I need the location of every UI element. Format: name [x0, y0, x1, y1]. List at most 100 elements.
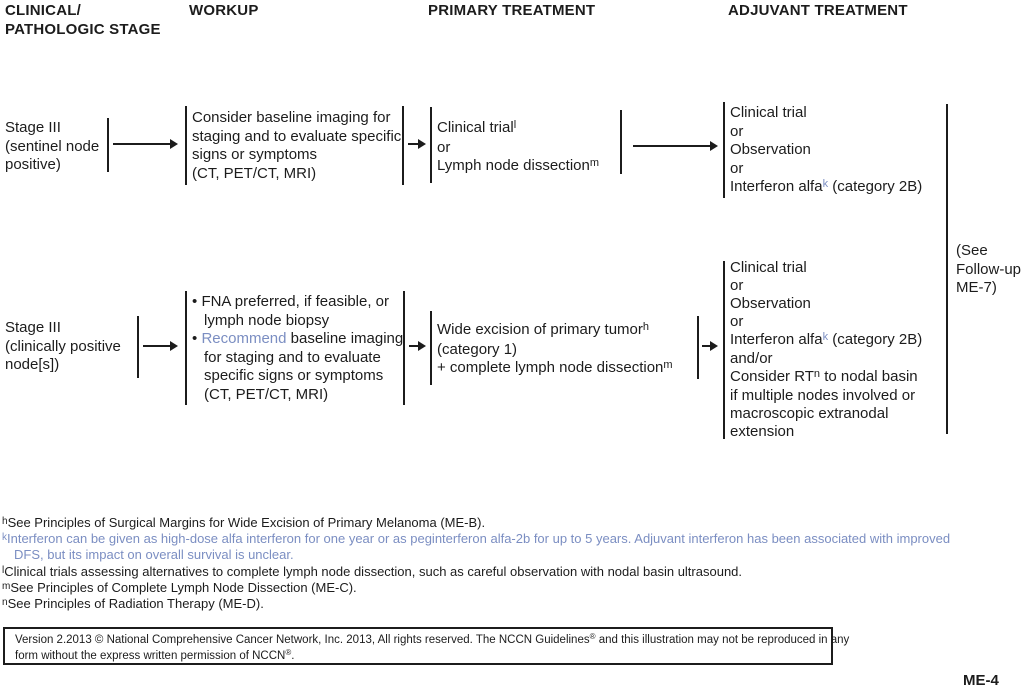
footnote-m-text: See Principles of Complete Lymph Node Di… [10, 580, 357, 595]
adjuvant-row2-line3: Observation [730, 295, 811, 312]
bracket-bar [430, 311, 432, 385]
copyright-text3: form without the express written permiss… [15, 649, 286, 662]
footnote-h: hSee Principles of Surgical Margins for … [2, 515, 485, 533]
adjuvant-row2-rt: Consider RT [730, 368, 814, 385]
adjuvant-row2-line7: Consider RTn to nodal basin [730, 368, 922, 387]
footnote-m: mSee Principles of Complete Lymph Node D… [2, 580, 357, 598]
adjuvant-row2-line8: if multiple nodes involved or [730, 387, 916, 404]
primary-row2-category: (category 1) [437, 340, 518, 358]
adjuvant-row1-or1: or [730, 122, 744, 140]
workup-row2-bullet2-line4: (CT, PET/CT, MRI) [204, 385, 329, 403]
stage-row1-line2: (sentinel node [5, 137, 100, 155]
arrow-right-icon [633, 141, 718, 151]
bullet-icon: • [192, 330, 198, 348]
workup-row2-bullet2-line1: • Recommend baseline imaging [192, 330, 403, 349]
footnote-l-text: Clinical trials assessing alternatives t… [4, 564, 743, 579]
bullet-icon: • [192, 293, 198, 310]
workup-row1-line1: Consider baseline imaging for [192, 109, 391, 126]
bracket-bar [946, 104, 948, 434]
workup-row2-box: • FNA preferred, if feasible, or lymph n… [192, 293, 403, 405]
primary-row1-line1: Clinical triall [437, 119, 599, 139]
footnote-l: lClinical trials assessing alternatives … [2, 564, 742, 582]
footnote-n: nSee Principles of Radiation Therapy (ME… [2, 596, 264, 614]
adjuvant-row2-or2: or [730, 313, 744, 330]
stage-row1-label: Stage III (sentinel node positive) [5, 119, 99, 175]
stage-row2-line1: Stage III [5, 319, 61, 336]
bracket-bar [185, 106, 187, 185]
adjuvant-row2-category: (category 2B) [828, 331, 923, 348]
column-header-workup: WORKUP [189, 2, 259, 19]
footnote-h-text: See Principles of Surgical Margins for W… [7, 515, 486, 530]
arrow-right-icon [113, 139, 178, 149]
stage-row1-line1: Stage III [5, 119, 61, 136]
bracket-bar [697, 316, 699, 379]
copyright-text1: Version 2.2013 © National Comprehensive … [15, 634, 590, 646]
footnote-n-marker: n [2, 597, 8, 608]
footnote-ref-l: l [513, 119, 517, 131]
adjuvant-row2-rt-rest: to nodal basin [820, 368, 918, 385]
adjuvant-treatment-row1-box: Clinical trial or Observation or Interfe… [730, 104, 922, 198]
bracket-bar [137, 316, 139, 378]
registered-mark-icon: ® [589, 632, 596, 641]
adjuvant-row2-line1: Clinical trial [730, 259, 807, 276]
followup-line3: ME-7) [956, 279, 997, 296]
primary-row2-dissection: + complete lymph node dissection [437, 359, 664, 376]
stage-row2-label: Stage III (clinically positive node[s]) [5, 319, 121, 375]
footnote-n-text: See Principles of Radiation Therapy (ME-… [7, 596, 264, 611]
copyright-box: Version 2.2013 © National Comprehensive … [3, 627, 849, 665]
followup-line1: (See [956, 242, 988, 259]
adjuvant-row1-category: (category 2B) [828, 178, 923, 196]
stage-row2-line3: node[s]) [5, 356, 60, 373]
footnote-k-line1: kInterferon can be given as high-dose al… [2, 531, 950, 549]
primary-row1-or: or [437, 138, 451, 156]
bracket-bar [402, 106, 404, 185]
followup-line2: Follow-up [956, 260, 1022, 278]
adjuvant-treatment-row2-box: Clinical trial or Observation or Interfe… [730, 259, 922, 441]
arrow-right-icon [702, 341, 718, 351]
bracket-bar [185, 291, 187, 405]
page-code: ME-4 [963, 672, 999, 689]
copyright-line1: Version 2.2013 © National Comprehensive … [15, 632, 849, 649]
footnote-h-marker: h [2, 516, 8, 527]
workup-row2-recommend: Recommend [201, 330, 287, 348]
adjuvant-row2-interferon: Interferon alfa [730, 331, 823, 348]
workup-row2-bullet1-line1: • FNA preferred, if feasible, or [192, 293, 403, 312]
primary-row2-excision: Wide excision of primary tumor [437, 321, 643, 338]
bracket-bar [430, 107, 432, 183]
copyright-period: . [291, 649, 295, 662]
footnote-ref-m: m [589, 157, 600, 169]
arrow-right-icon [409, 341, 426, 351]
stage-row1-line3: positive) [5, 156, 61, 173]
footnote-m-marker: m [2, 581, 11, 592]
workup-row1-box: Consider baseline imaging for staging an… [192, 109, 401, 183]
primary-treatment-row2-box: Wide excision of primary tumorh (categor… [437, 321, 673, 379]
header-stage-line2: PATHOLOGIC STAGE [5, 21, 161, 38]
stage-row2-line2: (clinically positive [5, 337, 121, 355]
column-header-stage: CLINICAL/ PATHOLOGIC STAGE [5, 1, 161, 39]
column-header-primary-treatment: PRIMARY TREATMENT [428, 2, 596, 19]
primary-row1-option2: Lymph node dissection [437, 157, 590, 174]
bracket-bar [723, 102, 725, 198]
footnote-k-marker: k [2, 532, 7, 543]
primary-treatment-row1-box: Clinical triall or Lymph node dissection… [437, 119, 599, 177]
adjuvant-row2-andor: and/or [730, 350, 773, 367]
workup-row2-bullet2-line3: specific signs or symptoms [204, 367, 384, 385]
primary-row1-line3: Lymph node dissectionm [437, 157, 599, 177]
bracket-bar [620, 110, 622, 174]
adjuvant-row2-line10: extension [730, 423, 795, 440]
primary-row1-option1: Clinical trial [437, 119, 514, 136]
adjuvant-row1-line5: Interferon alfak (category 2B) [730, 178, 922, 198]
footnote-ref-m: m [663, 359, 673, 371]
column-header-adjuvant-treatment: ADJUVANT TREATMENT [728, 2, 908, 19]
workup-row2-bullet2-line2: for staging and to evaluate [204, 348, 381, 366]
arrow-right-icon [408, 139, 426, 149]
footnote-k-text1: Interferon can be given as high-dose alf… [7, 531, 951, 546]
copyright-line2: form without the express written permiss… [15, 648, 831, 665]
footnote-ref-k: k [822, 178, 829, 191]
workup-row2-b2-text: baseline imaging [286, 330, 404, 348]
footnote-ref-n: n [813, 368, 821, 380]
adjuvant-row1-line1: Clinical trial [730, 104, 807, 121]
adjuvant-row2-or1: or [730, 277, 744, 294]
adjuvant-row1-or2: or [730, 159, 744, 177]
workup-row1-line3: signs or symptoms [192, 146, 318, 163]
